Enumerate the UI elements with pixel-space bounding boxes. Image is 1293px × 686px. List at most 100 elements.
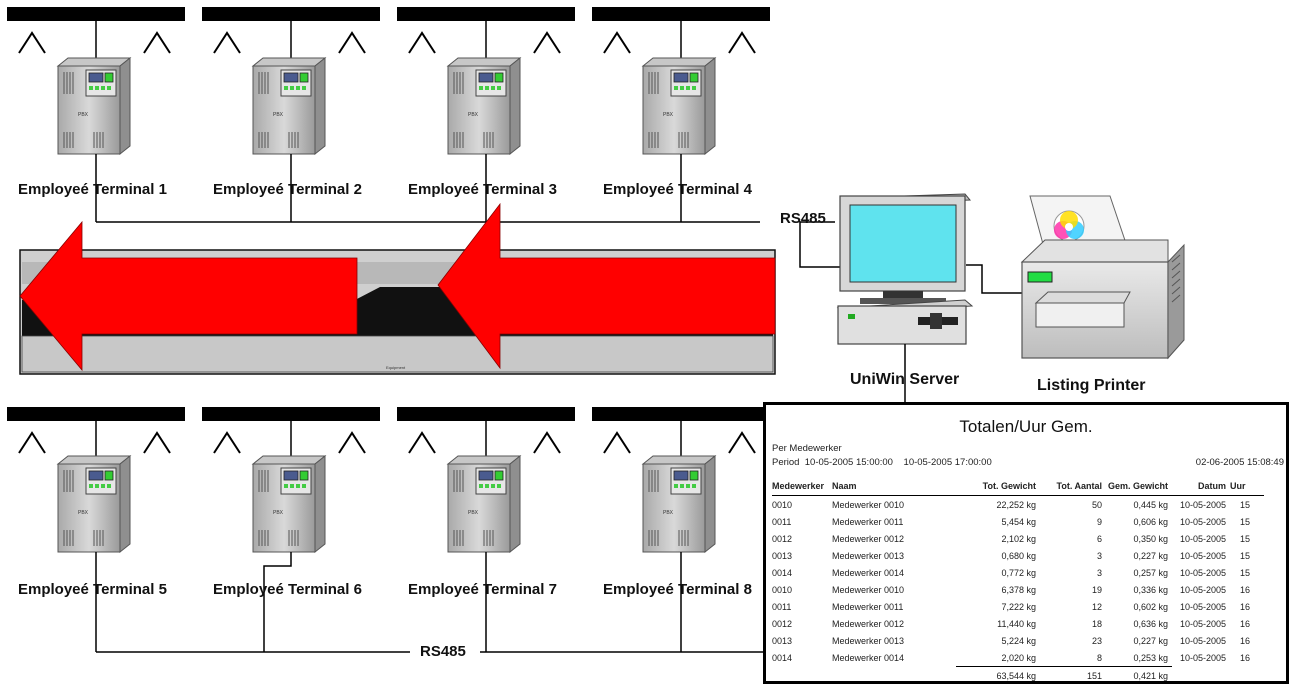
table-cell: 0,602 kg [1133, 601, 1168, 612]
table-cell: 10-05-2005 [1179, 499, 1226, 510]
table-cell: 0010 [772, 584, 793, 595]
table-cell: 0,680 kg [1001, 550, 1036, 561]
terminal-group-top [6, 6, 840, 268]
rs485-bus-top [95, 154, 840, 268]
table-cell: 0,606 kg [1133, 516, 1168, 527]
table-cell: 10-05-2005 [1179, 601, 1226, 612]
period-to: 10-05-2005 17:00:00 [903, 457, 992, 468]
table-cell: Medewerker 0011 [832, 601, 904, 612]
empty-cell [1230, 667, 1264, 685]
col-datum: Datum [1172, 479, 1230, 496]
terminal-label-8: Employeé Terminal 8 [603, 581, 752, 598]
table-cell: 16 [1239, 618, 1250, 629]
table-cell: 15 [1239, 533, 1250, 544]
table-cell: 15 [1239, 499, 1250, 510]
terminal-pc-7 [447, 455, 521, 553]
table-cell: 16 [1239, 652, 1250, 663]
col-medewerker: Medewerker [772, 479, 832, 496]
printer-label: Listing Printer [1037, 377, 1146, 394]
table-cell: 23 [1091, 635, 1102, 646]
table-cell: 0013 [772, 635, 793, 646]
table-cell: 6,378 kg [1001, 584, 1036, 595]
table-cell: 0,350 kg [1133, 533, 1168, 544]
table-cell: 10-05-2005 [1179, 635, 1226, 646]
table-cell: 0,445 kg [1133, 499, 1168, 510]
conveyor-belt [19, 202, 776, 375]
table-cell: 0012 [772, 618, 793, 629]
terminal-pc-4 [642, 57, 716, 155]
period-from: 10-05-2005 15:00:00 [804, 457, 893, 468]
terminal-label-3: Employeé Terminal 3 [408, 181, 557, 198]
empty-cell [832, 667, 956, 685]
table-cell: 19 [1091, 584, 1102, 595]
total-cell: 0,421 kg [1106, 666, 1172, 684]
table-cell: 0010 [772, 499, 793, 510]
terminal-label-2: Employeé Terminal 2 [213, 181, 362, 198]
table-cell: Medewerker 0010 [832, 499, 905, 510]
table-cell: 5,224 kg [1001, 635, 1036, 646]
terminal-label-7: Employeé Terminal 7 [408, 581, 557, 598]
server-computer [836, 193, 1022, 402]
report-subtitle: Per Medewerker [772, 443, 842, 454]
table-cell: 10-05-2005 [1179, 584, 1226, 595]
terminal-group-bottom [6, 406, 771, 653]
server-label: UniWin Server [850, 371, 960, 388]
table-cell: 0014 [772, 567, 793, 578]
table-cell: 0012 [772, 533, 793, 544]
terminal-pc-6 [252, 455, 326, 553]
conveyor-label: Equipment [386, 365, 406, 370]
table-cell: 16 [1239, 601, 1250, 612]
table-cell: 16 [1239, 584, 1250, 595]
listing-printer [1020, 195, 1185, 360]
table-cell: 50 [1091, 499, 1102, 510]
table-cell: 16 [1239, 635, 1250, 646]
rs485-label-bottom: RS485 [420, 643, 466, 660]
col-tot-gewicht: Tot. Gewicht [956, 479, 1040, 496]
col-naam: Naam [832, 479, 956, 496]
table-cell: 5,454 kg [1001, 516, 1036, 527]
table-cell: 3 [1096, 567, 1102, 578]
table-cell: 18 [1091, 618, 1102, 629]
table-row: 0010 Medewerker 0010 6,378 kg 19 0,336 kg 10-… [772, 581, 1264, 598]
monitor-screen [849, 204, 957, 283]
total-cell: 63,544 kg [956, 666, 1040, 684]
table-cell: 0,253 kg [1133, 652, 1168, 663]
table-cell: 0011 [772, 516, 792, 527]
table-cell: 0011 [772, 601, 792, 612]
table-cell: 15 [1239, 567, 1250, 578]
table-cell: 10-05-2005 [1179, 516, 1226, 527]
table-cell: Medewerker 0013 [832, 550, 905, 561]
table-cell: 0014 [772, 652, 793, 663]
table-cell: 10-05-2005 [1179, 567, 1226, 578]
table-cell: 0013 [772, 550, 793, 561]
table-cell: 0,772 kg [1001, 567, 1036, 578]
report-period: Period 10-05-2005 15:00:00 10-05-2005 17… [772, 457, 992, 468]
table-cell: Medewerker 0010 [832, 584, 905, 595]
flow-arrow-left [19, 220, 358, 372]
period-label: Period [772, 457, 800, 468]
report-printed-date: 02-06-2005 15:08:49 [1195, 457, 1284, 468]
table-cell: 11,440 kg [997, 618, 1036, 629]
table-cell: 2,020 kg [1001, 652, 1036, 663]
table-cell: 0,336 kg [1133, 584, 1168, 595]
table-cell: 3 [1096, 550, 1102, 561]
report-panel: Totalen/Uur Gem. Per Medewerker Period 1… [763, 402, 1289, 684]
col-tot-aantal: Tot. Aantal [1040, 479, 1106, 496]
rs485-bus-bottom [95, 552, 763, 653]
table-cell: Medewerker 0011 [832, 516, 904, 527]
flow-arrow-right [437, 202, 776, 370]
table-cell: 2,102 kg [1001, 533, 1036, 544]
col-uur: Uur [1230, 479, 1264, 496]
terminal-pc-3 [447, 57, 521, 155]
terminal-label-4: Employeé Terminal 4 [603, 181, 752, 198]
total-cell: 151 [1040, 666, 1106, 684]
table-cell: 0,257 kg [1133, 567, 1168, 578]
